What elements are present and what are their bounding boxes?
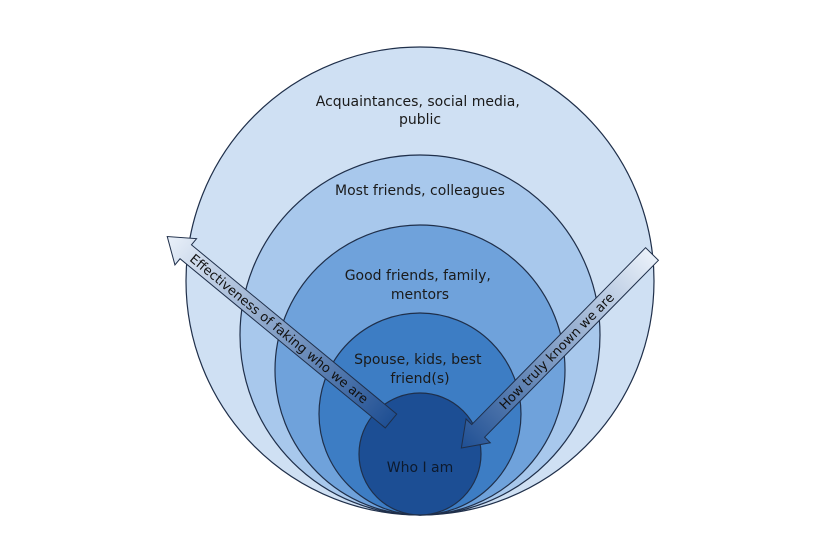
label-self: Who I am (387, 460, 454, 476)
label-public-line-1: Acquaintances, social media, (316, 94, 520, 110)
label-public-line-2: public (399, 112, 441, 128)
label-self-line-1: Who I am (387, 460, 454, 476)
label-intimate: Spouse, kids, best friend(s) (354, 352, 486, 387)
label-public: Acquaintances, social media, public (316, 94, 524, 128)
label-close: Good friends, family, mentors (345, 268, 496, 303)
ring-labels: Acquaintances, social media, public Most… (316, 94, 524, 476)
label-friends: Most friends, colleagues (335, 183, 505, 199)
label-close-line-2: mentors (391, 287, 449, 303)
arrow-known-shape (460, 246, 660, 449)
label-close-line-1: Good friends, family, (345, 268, 491, 284)
arrow-faking-shape (166, 235, 398, 429)
label-friends-line-1: Most friends, colleagues (335, 183, 505, 199)
label-intimate-line-1: Spouse, kids, best (354, 352, 482, 368)
label-intimate-line-2: friend(s) (390, 371, 449, 387)
